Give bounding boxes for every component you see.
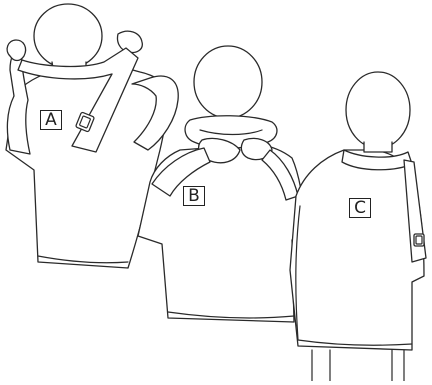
control-button-icon [414, 234, 424, 246]
figure-a-head [34, 4, 102, 68]
step-label-b: B [183, 186, 205, 206]
figure-c-head [346, 72, 410, 148]
figure-a-left-hand [7, 40, 25, 61]
figure-c-neck [364, 142, 392, 152]
step-label-a: A [40, 110, 62, 130]
figure-c-torso [290, 150, 424, 350]
figure-c-person-wearing-scarf [290, 72, 426, 381]
step-label-c: C [349, 198, 371, 218]
figure-b-head [194, 46, 262, 118]
figure-a-right-hand [117, 31, 142, 52]
figure-c-legs [312, 350, 404, 381]
